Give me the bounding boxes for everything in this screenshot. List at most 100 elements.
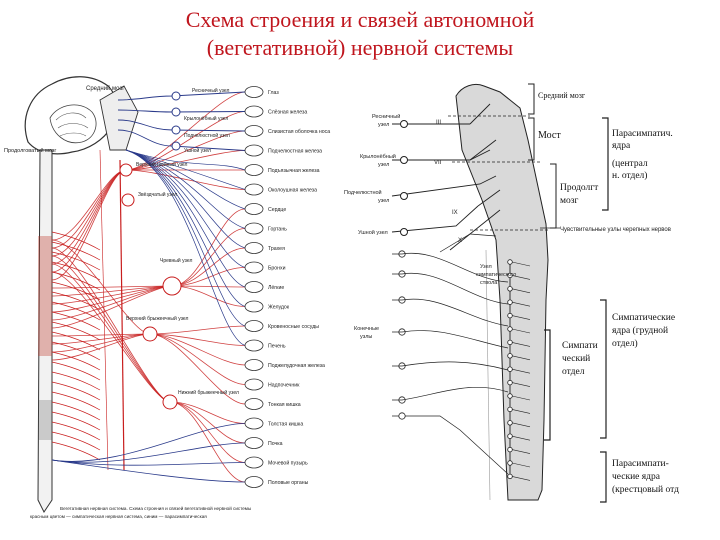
organ-label: Печень	[268, 344, 286, 350]
organ-item: Околоушная железа	[244, 183, 317, 196]
sympathetic-root	[51, 251, 101, 271]
node-label-celiac: Чревный узел	[160, 257, 192, 264]
organ-label: Бронхи	[268, 266, 286, 272]
vagus-fiber	[125, 149, 246, 327]
organ-item: Слёзная железа	[244, 105, 307, 118]
organ-label: Желудок	[268, 305, 290, 311]
cn-9: IX	[452, 210, 458, 216]
trunk-connector	[511, 382, 531, 387]
trunk-connector	[511, 476, 531, 481]
organ-icon	[244, 183, 264, 196]
trunk-connector	[511, 395, 531, 401]
title-line-1: Схема строения и связей автономной	[185, 7, 535, 32]
ganglion-celiac	[162, 276, 182, 296]
sympathetic-root	[51, 391, 101, 411]
trunk-connector	[511, 449, 531, 454]
g-submand-2: узел	[378, 198, 389, 204]
trunk-ganglion	[507, 406, 513, 413]
organ-label: Слёзная железа	[268, 110, 307, 116]
organ-icon	[244, 203, 264, 215]
trunk-connector	[511, 409, 531, 414]
organ-label: Подъязычная железа	[268, 168, 320, 174]
organ-item: Половые органы	[244, 476, 309, 488]
organ-label: Почка	[268, 441, 283, 447]
trunk-ganglion	[507, 473, 513, 480]
vagus-fiber	[125, 149, 246, 346]
sympathetic-root	[51, 421, 101, 441]
ganglion-sup-mesenteric	[142, 326, 158, 342]
parasym-cranial-4: н. отдел)	[612, 170, 647, 181]
sympathetic-root	[51, 301, 101, 321]
sensory-ganglia-label: Чувствительные узлы черепных нервов	[560, 227, 671, 233]
node-label-sup-cervical: Верхний шейный узел	[136, 161, 188, 168]
sympathetic-fiber	[51, 247, 246, 305]
organ-icon	[244, 164, 264, 176]
organ-item: Почка	[244, 437, 283, 449]
organ-label: Толстая кишка	[268, 422, 303, 428]
organ-icon	[244, 242, 264, 254]
trunk-connector	[511, 315, 531, 320]
cn-10: X	[458, 238, 462, 244]
ganglion-stellate	[121, 193, 135, 207]
left-label-midbrain: Средний мозг	[86, 85, 125, 92]
organ-item: Кровеносные сосуды	[244, 320, 319, 332]
sympathetic-root	[51, 441, 101, 461]
trunk-ganglion	[507, 446, 513, 453]
trunk-connector	[511, 355, 531, 361]
ganglion-submand-right	[400, 192, 408, 200]
organ-label: Тонкая кишка	[268, 402, 301, 408]
parasym-sacral-1: Парасимпати-	[612, 459, 669, 469]
right-diagram: Средний мозг Мост Продолгт мозг Парасимп…	[344, 83, 679, 503]
sympathetic-chain-2	[99, 149, 109, 471]
ganglion-pterygopalatine	[171, 107, 181, 117]
organ-item: Лёгкие	[244, 281, 284, 293]
sym-division-1: Симпати	[562, 341, 598, 351]
parasym-cranial-3: (централ	[612, 158, 648, 169]
sympathetic-root	[51, 311, 101, 331]
organ-icon	[244, 125, 264, 137]
organ-icon	[244, 437, 264, 449]
organ-label: Сердце	[268, 207, 286, 213]
organ-item: Тонкая кишка	[244, 398, 301, 410]
node-label-submand: Подчелюстной узел	[184, 132, 230, 139]
sympathetic-root	[51, 331, 101, 351]
organ-item: Глаз	[244, 86, 279, 98]
sacral-fiber	[51, 442, 246, 463]
organ-icon	[244, 222, 264, 235]
ganglion-otic	[171, 141, 181, 151]
trunk-ganglion	[507, 393, 513, 399]
left-label-medulla: Продолговатый мозг	[4, 147, 56, 154]
left-ganglia	[119, 91, 182, 410]
organ-icon	[244, 261, 264, 274]
organ-icon	[244, 398, 264, 410]
organ-icon	[244, 300, 264, 313]
sympathetic-root	[51, 241, 101, 261]
g-ciliary-2: узел	[378, 122, 389, 128]
vagus-fiber	[125, 149, 246, 171]
ganglion-ciliary-right	[400, 120, 408, 128]
parasym-sacral-2: ческие ядра	[612, 472, 661, 482]
organ-icon	[244, 417, 264, 430]
sacral-fiber-right	[392, 415, 509, 475]
sympathetic-root	[51, 361, 101, 381]
parasym-cranial-1: Парасимпатич.	[612, 129, 673, 139]
g-pterygo-2: узел	[378, 162, 389, 168]
trunk-ganglion	[507, 312, 513, 319]
parasym-sacral-3: (крестцовый отд	[612, 484, 679, 495]
trunk-ganglion	[507, 353, 513, 359]
cerebellum	[49, 104, 97, 144]
sympathetic-trunk	[392, 233, 531, 481]
sym-nuclei-2: ядра (грудной	[612, 325, 668, 336]
organ-icon	[244, 86, 264, 98]
organ-item: Поджелудочная железа	[244, 359, 325, 371]
trunk-ganglion	[507, 379, 513, 386]
organ-label: Половые органы	[268, 480, 309, 486]
sympathetic-root	[51, 371, 101, 391]
organ-icon	[244, 105, 264, 118]
vagus-fiber	[125, 149, 246, 190]
vagus-fiber	[125, 149, 246, 249]
organ-icon	[244, 339, 264, 352]
trunk-connector	[511, 342, 531, 347]
sympathetic-root	[51, 431, 101, 451]
